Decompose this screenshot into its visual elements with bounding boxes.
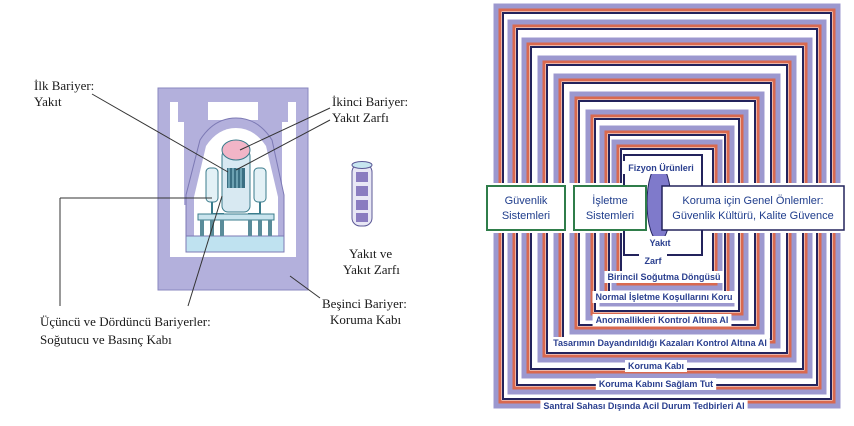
first-barrier-label: İlk Bariyer: [34, 78, 94, 93]
layer-label-7: Santral Sahası Dışında Acil Durum Tedbir… [543, 401, 744, 411]
operation-systems-sublabel: Sistemleri [586, 210, 634, 222]
defense-in-depth-diagram: Fizyon Ürünleri Yakıt Zarf Birincil Soğu… [484, 3, 848, 412]
third-fourth-barrier-sublabel: Soğutucu ve Basınç Kabı [40, 332, 172, 347]
fuel-center-label: Yakıt [649, 238, 670, 248]
reactor-diagram: İlk Bariyer: Yakıt İkinci Bariyer: Yakıt… [34, 78, 408, 347]
layer-label-bg [595, 378, 717, 390]
general-measures-label: Koruma için Genel Önlemler: [682, 195, 823, 207]
second-barrier-sublabel: Yakıt Zarfı [332, 110, 389, 125]
fuel-rod-illustration [351, 161, 373, 227]
fifth-barrier-label: Beşinci Bariyer: [322, 296, 407, 311]
fuel-sublabel: Yakıt Zarfı [343, 262, 400, 277]
fifth-barrier-sublabel: Koruma Kabı [330, 312, 402, 327]
layer-label-bg [540, 400, 748, 412]
operation-systems-box [573, 185, 647, 231]
layer-label-2: Normal İşletme Koşullarını Koru [595, 292, 732, 302]
layer-label-bg [604, 271, 724, 283]
layer-label-5: Koruma Kabı [628, 361, 684, 371]
general-measures-box [661, 185, 845, 231]
fission-products-bg [622, 161, 698, 174]
fission-products-label: Fizyon Ürünleri [628, 163, 694, 173]
safety-systems-label: Güvenlik [505, 195, 548, 207]
layer-label-bg [592, 291, 736, 303]
fuel-label: Yakıt ve [349, 246, 392, 261]
first-barrier-sublabel: Yakıt [34, 94, 62, 109]
layer-label-bg [624, 360, 688, 372]
second-barrier-label: İkinci Bariyer: [332, 94, 408, 109]
layer-label-3: Anormallikleri Kontrol Altına Al [596, 315, 729, 325]
general-measures-sublabel: Güvenlik Kültürü, Kalite Güvence [672, 210, 833, 222]
layer-label-6: Koruma Kabını Sağlam Tut [599, 379, 713, 389]
safety-systems-box [486, 185, 566, 231]
operation-systems-label: İşletme [592, 194, 627, 207]
safety-systems-sublabel: Sistemleri [502, 210, 550, 222]
layer-label-1: Birincil Soğutma Döngüsü [607, 272, 720, 282]
layer-label-4: Tasarımın Dayandırıldığı Kazaları Kontro… [553, 338, 767, 348]
cladding-label: Zarf [644, 256, 662, 266]
layer-label-bg [592, 314, 732, 326]
layer-label-bg [550, 337, 770, 349]
third-fourth-barrier-label: Üçüncü ve Dördüncü Bariyerler: [40, 314, 211, 329]
